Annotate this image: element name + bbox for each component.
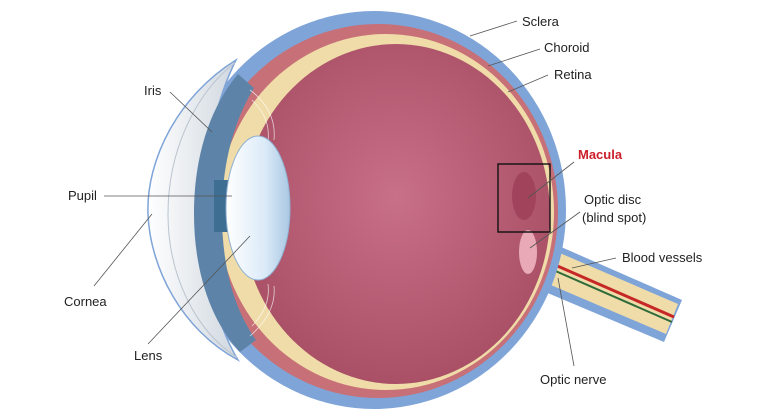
leader-cornea: [93, 213, 153, 287]
optic-disc: [519, 230, 537, 274]
iris: [194, 74, 256, 352]
leader-blood-vessels: [571, 257, 617, 269]
label-optic-nerve: Optic nerve: [540, 372, 606, 387]
macula-highlight-box: [497, 163, 551, 233]
macula: [512, 172, 536, 220]
label-blood-vessels: Blood vessels: [622, 250, 703, 265]
leader-iris: [169, 91, 213, 133]
label-cornea: Cornea: [64, 294, 107, 309]
label-lens: Lens: [134, 348, 163, 363]
label-retina: Retina: [554, 67, 592, 82]
label-optic-disc-line2: (blind spot): [582, 210, 646, 225]
label-pupil: Pupil: [68, 188, 97, 203]
leader-retina: [507, 74, 549, 93]
label-choroid: Choroid: [544, 40, 590, 55]
leader-macula: [527, 161, 575, 199]
vitreous-body: [242, 44, 550, 384]
label-sclera: Sclera: [522, 14, 560, 29]
leader-lens: [147, 235, 251, 345]
leader-sclera: [469, 20, 518, 37]
labels: Sclera Choroid Retina Iris Macula Pupil …: [64, 14, 703, 387]
label-macula: Macula: [578, 147, 623, 162]
label-iris: Iris: [144, 83, 162, 98]
leader-optic-disc: [529, 211, 581, 249]
cornea-inner-line: [167, 61, 239, 359]
leader-lines: [93, 20, 617, 367]
ciliary-fibers: [249, 89, 275, 337]
label-optic-disc-line1: Optic disc: [584, 192, 642, 207]
leader-choroid: [487, 48, 541, 67]
leader-optic-nerve: [557, 277, 575, 367]
lens: [225, 135, 291, 281]
